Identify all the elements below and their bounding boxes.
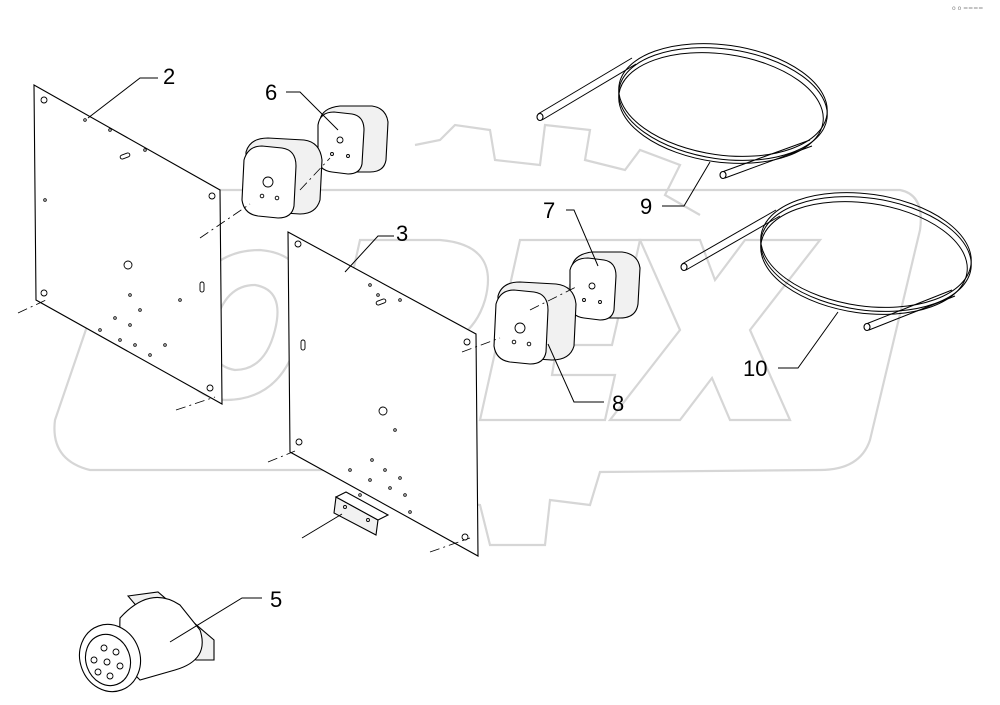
callout-8: 8: [612, 391, 624, 416]
leader-lines: [87, 77, 839, 643]
mounting-plate-right: [287, 231, 479, 557]
callout-2: 2: [163, 64, 175, 89]
lamp-small-right: [569, 251, 641, 321]
mounting-plate-left: [33, 84, 223, 405]
callout-10: 10: [743, 356, 767, 381]
callout-5: 5: [270, 587, 282, 612]
cable-coil-upper: [536, 43, 828, 180]
trailer-socket: [78, 591, 215, 693]
callout-6: 6: [265, 80, 277, 105]
lamp-small-upper: [317, 105, 389, 175]
callout-9: 9: [640, 194, 652, 219]
lamp-large-right: [493, 281, 577, 365]
assembly-axis-lines: [17, 157, 579, 553]
callout-labels: 2 3 5 6 7 8 9 10: [163, 64, 767, 612]
callout-7: 7: [543, 198, 555, 223]
callout-3: 3: [396, 221, 408, 246]
bracket: [333, 491, 390, 536]
cable-coil-lower: [680, 192, 972, 332]
lamp-large-left: [241, 137, 323, 219]
corner-mark: o o ====: [952, 5, 983, 12]
